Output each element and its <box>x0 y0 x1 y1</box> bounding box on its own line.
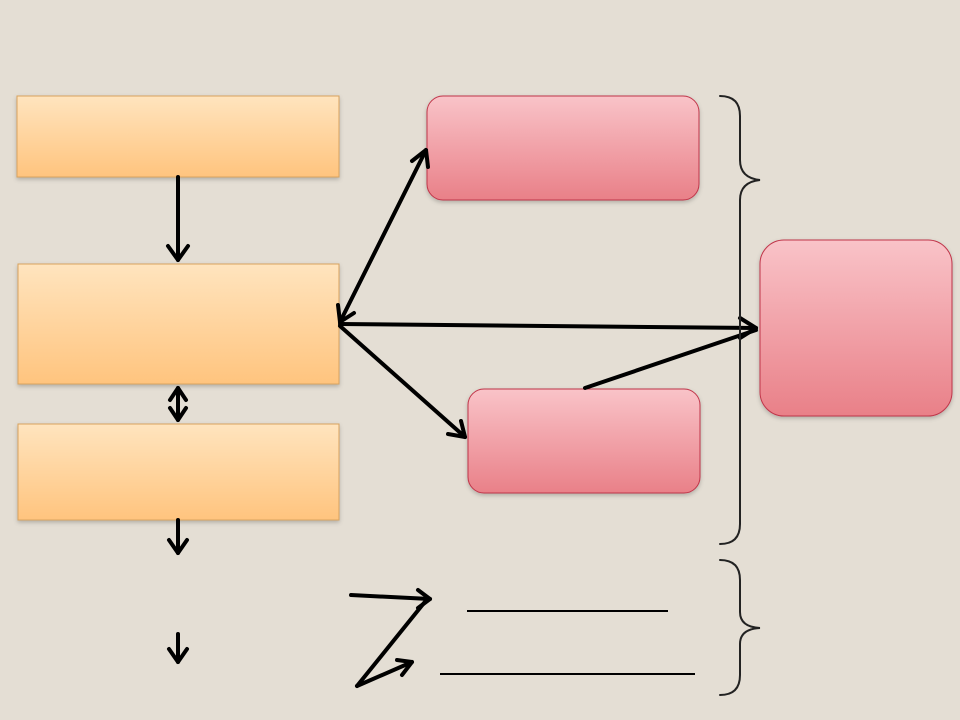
brace-bottom <box>719 559 761 696</box>
pink-box-middle <box>467 388 701 494</box>
orange-box-bottom <box>17 423 340 521</box>
arrow-zigzag-to-blanks <box>355 596 430 688</box>
arrow-down-top-to-middle <box>166 175 190 262</box>
arrow-down-standalone <box>167 632 189 664</box>
arrow-orange-to-pink-middle <box>338 324 467 439</box>
orange-box-middle <box>17 263 340 385</box>
pink-box-right <box>759 239 953 417</box>
brace-top-small <box>719 95 761 545</box>
arrow-double-middle-bottom <box>168 386 188 422</box>
pink-box-top <box>426 95 700 201</box>
arrow-pink-middle-to-pink-right <box>583 328 758 390</box>
arrow-down-below-bottom-box <box>167 518 189 555</box>
orange-box-top <box>16 95 340 178</box>
